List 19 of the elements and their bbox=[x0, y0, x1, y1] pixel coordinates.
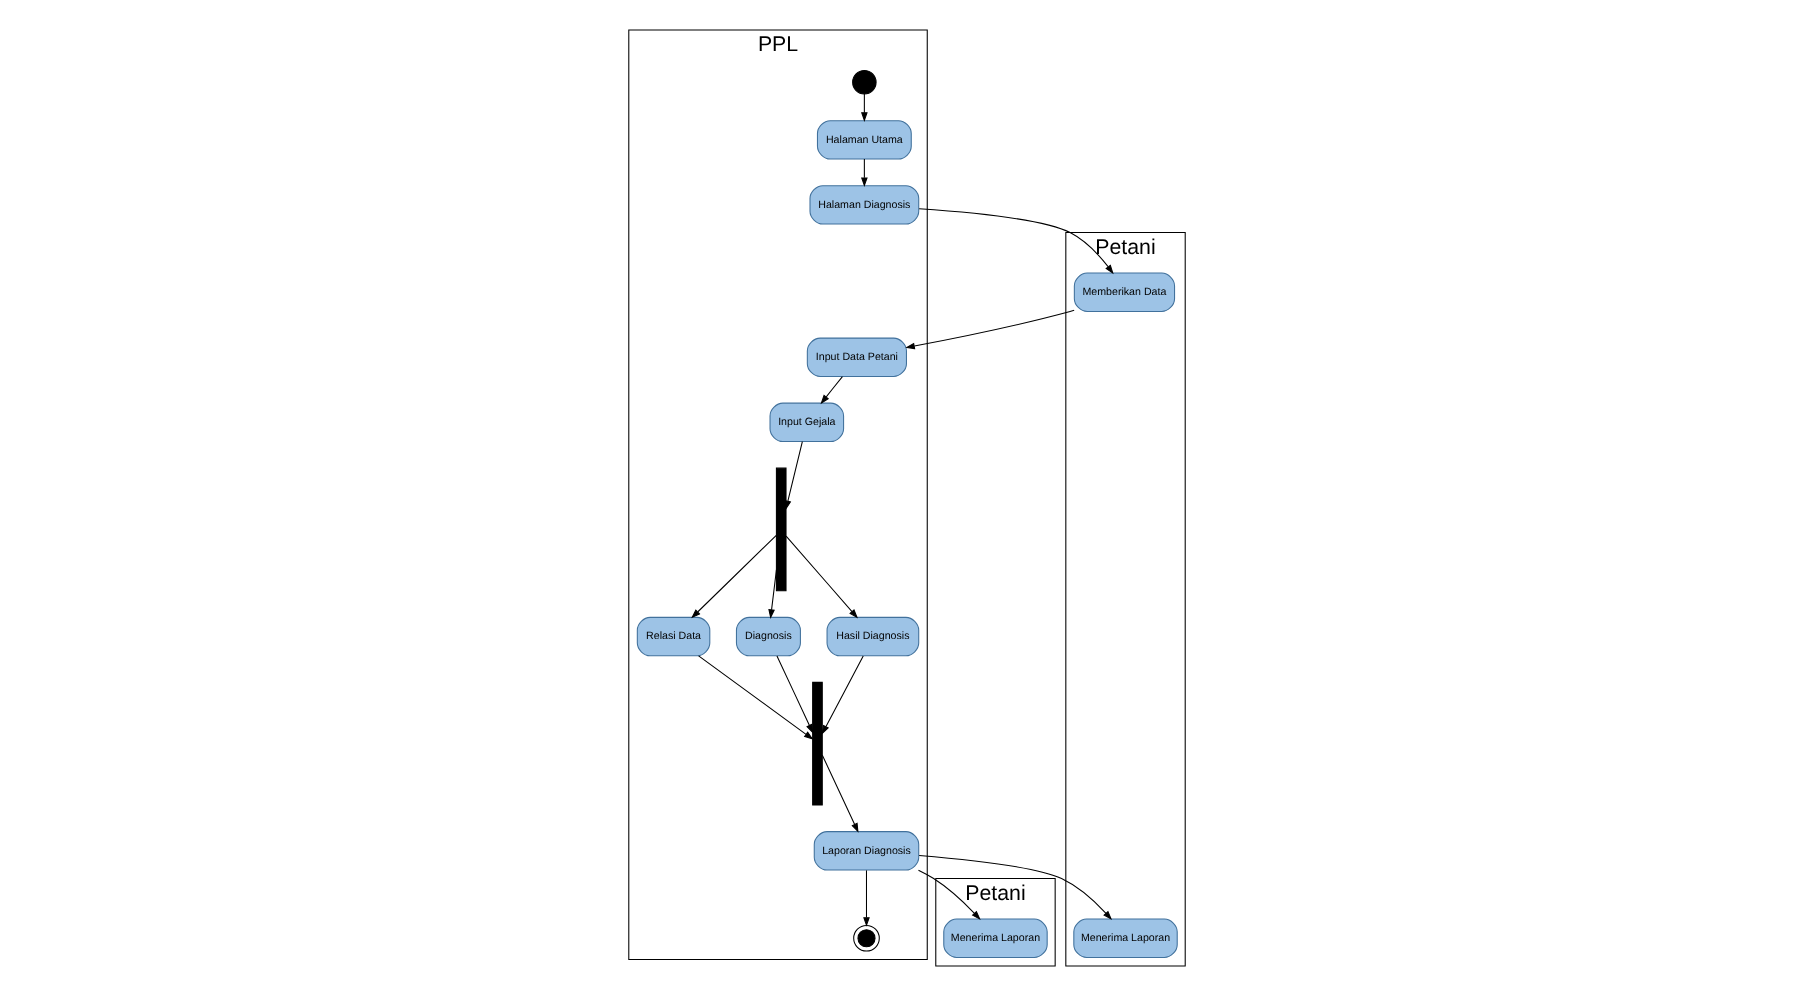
arrow bbox=[917, 208, 1113, 275]
arrow bbox=[916, 869, 980, 920]
arrow bbox=[783, 441, 802, 511]
arrow bbox=[819, 376, 842, 405]
arrow bbox=[904, 309, 1074, 350]
arrow bbox=[767, 569, 776, 619]
arrow bbox=[860, 158, 867, 188]
node-bar bbox=[774, 467, 786, 592]
arrow bbox=[820, 754, 858, 833]
arrow bbox=[862, 869, 869, 927]
arrow bbox=[775, 655, 813, 734]
arrow bbox=[697, 655, 813, 740]
node-circle bbox=[851, 70, 876, 95]
arrow bbox=[917, 855, 1112, 921]
arrow bbox=[860, 93, 867, 122]
arrow bbox=[690, 534, 776, 619]
arrow bbox=[820, 655, 863, 735]
arrow bbox=[784, 535, 858, 619]
node-bar bbox=[811, 681, 822, 806]
